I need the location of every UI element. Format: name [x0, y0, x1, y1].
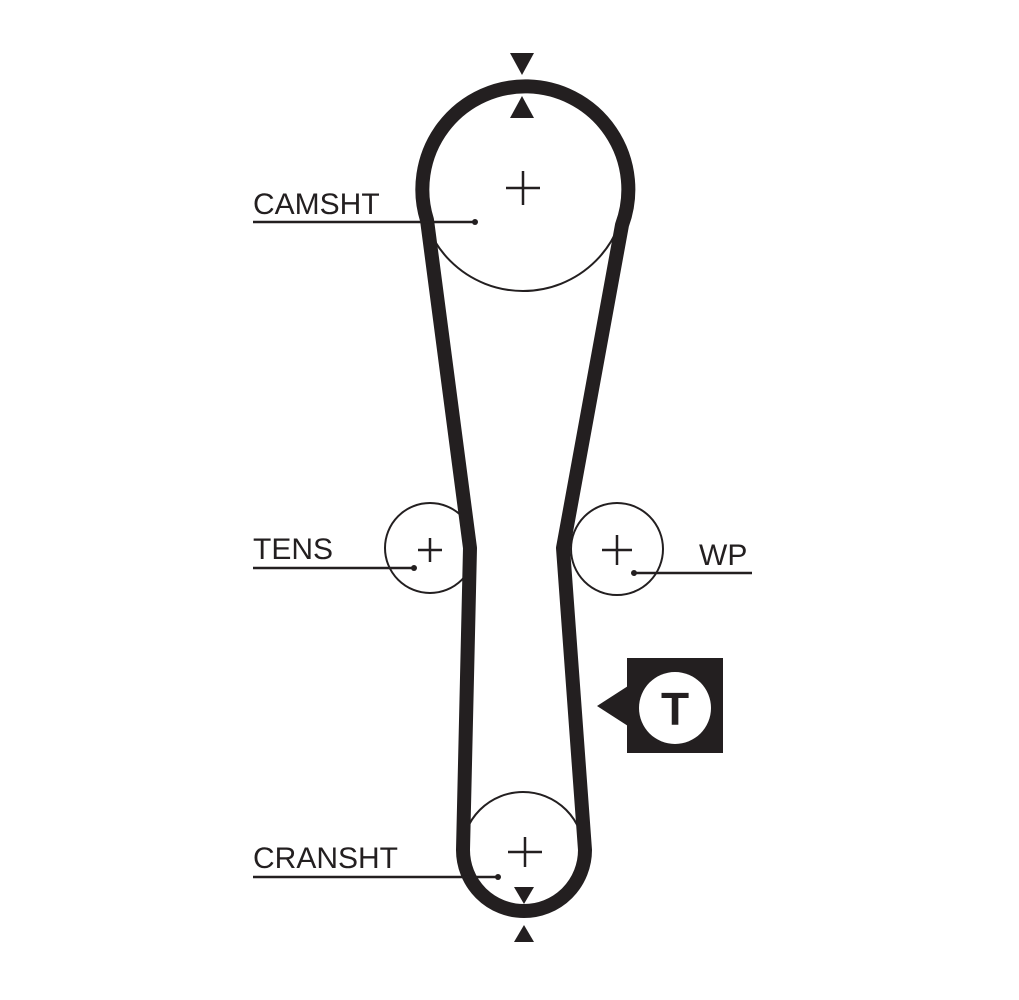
camshaft-leader [253, 219, 478, 225]
crankshaft-label: CRANSHT [253, 842, 398, 875]
camshaft-label: CAMSHT [253, 188, 380, 221]
crankshaft-timing-mark-upper-icon [514, 887, 534, 904]
crankshaft-leader [253, 874, 501, 880]
camshaft-timing-mark-upper-icon [510, 53, 534, 75]
tension-indicator-badge-icon: T [597, 658, 723, 753]
water-pump-leader [631, 570, 752, 576]
tensioner-center-mark [418, 538, 442, 562]
tensioner-label: TENS [253, 533, 333, 566]
timing-belt [415, 79, 636, 918]
badge-letter: T [661, 683, 689, 735]
camshaft-center-mark [506, 171, 540, 205]
tensioner-leader [253, 565, 417, 571]
water-pump-label: WP [699, 539, 747, 572]
water-pump-center-mark [602, 535, 632, 565]
crankshaft-center-mark [508, 837, 542, 867]
camshaft-timing-mark-lower-icon [510, 96, 534, 118]
crankshaft-timing-mark-lower-icon [514, 925, 534, 942]
